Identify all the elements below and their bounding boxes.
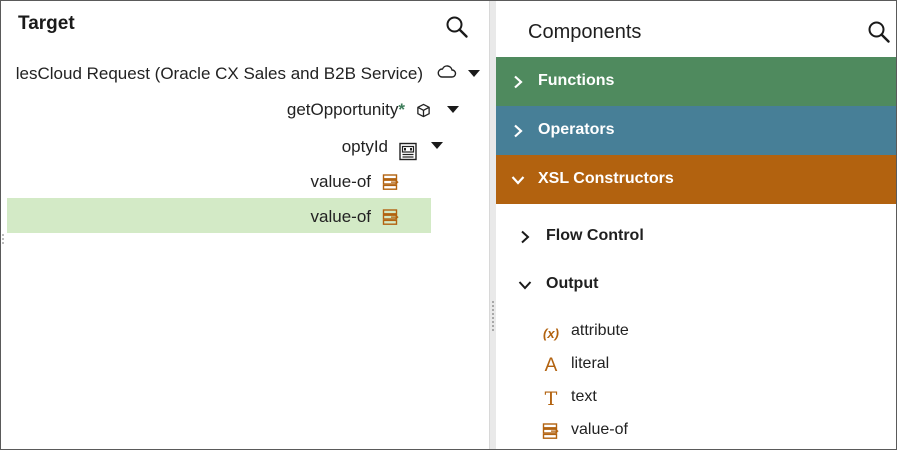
cube-icon bbox=[417, 103, 430, 118]
left-resize-grip[interactable] bbox=[1, 233, 5, 247]
output-item-text[interactable]: T text bbox=[540, 385, 840, 413]
required-mark: * bbox=[398, 100, 405, 119]
chevron-down-icon bbox=[518, 281, 532, 290]
target-panel-title: Target bbox=[18, 13, 75, 34]
value-of-icon bbox=[542, 423, 559, 439]
expand-caret-opty-id[interactable] bbox=[431, 142, 443, 149]
value-of-icon bbox=[382, 174, 399, 190]
target-panel: Target lesCloud Request (Oracle CX Sales… bbox=[1, 1, 489, 449]
literal-icon: A bbox=[544, 355, 558, 376]
output-item-attribute-label: attribute bbox=[571, 322, 629, 339]
subsection-flow-control[interactable]: Flow Control bbox=[496, 218, 896, 254]
tree-node-value-of-1[interactable]: value-of bbox=[310, 172, 371, 191]
subsection-output[interactable]: Output bbox=[496, 266, 896, 302]
chevron-right-icon bbox=[521, 230, 530, 244]
tree-node-get-opportunity[interactable]: getOpportunity* bbox=[287, 100, 405, 120]
tree-node-opty-id[interactable]: optyId bbox=[341, 137, 388, 156]
section-xsl-constructors[interactable]: XSL Constructors bbox=[496, 155, 896, 204]
search-icon[interactable] bbox=[867, 20, 891, 44]
variable-icon: (x) bbox=[543, 325, 559, 341]
output-item-value-of[interactable]: value-of bbox=[540, 418, 840, 446]
cloud-icon bbox=[437, 65, 457, 78]
chevron-right-icon bbox=[514, 124, 523, 138]
subsection-output-label: Output bbox=[546, 275, 599, 292]
section-operators-label: Operators bbox=[538, 121, 615, 138]
tree-node-get-opportunity-label: getOpportunity bbox=[286, 100, 399, 119]
search-icon[interactable] bbox=[445, 15, 469, 39]
output-item-text-label: text bbox=[571, 388, 597, 405]
section-functions[interactable]: Functions bbox=[496, 57, 896, 106]
components-panel-title: Components bbox=[528, 21, 642, 43]
expand-caret-root[interactable] bbox=[468, 70, 480, 77]
chevron-right-icon bbox=[514, 75, 523, 89]
tree-node-root-label[interactable]: lesCloud Request (Oracle CX Sales and B2… bbox=[15, 64, 423, 83]
text-icon: T bbox=[544, 388, 558, 410]
section-xsl-constructors-label: XSL Constructors bbox=[538, 170, 674, 187]
section-operators[interactable]: Operators bbox=[496, 106, 896, 155]
tree-node-value-of-2[interactable]: value-of bbox=[310, 207, 371, 226]
output-item-attribute[interactable]: (x) attribute bbox=[540, 319, 840, 347]
id-card-icon bbox=[399, 142, 417, 161]
selected-row-highlight[interactable] bbox=[7, 198, 431, 233]
section-functions-label: Functions bbox=[538, 72, 615, 89]
output-item-literal-label: literal bbox=[571, 355, 610, 372]
subsection-flow-control-label: Flow Control bbox=[546, 227, 644, 244]
components-panel: Components Functions Operators XSL Const… bbox=[496, 1, 896, 449]
splitter-grip-icon bbox=[492, 301, 494, 333]
expand-caret-get-opportunity[interactable] bbox=[447, 106, 459, 113]
chevron-down-icon bbox=[511, 176, 525, 185]
value-of-icon bbox=[382, 209, 399, 225]
panel-splitter[interactable] bbox=[489, 1, 496, 449]
output-item-literal[interactable]: A literal bbox=[540, 352, 840, 380]
output-item-value-of-label: value-of bbox=[571, 421, 628, 438]
